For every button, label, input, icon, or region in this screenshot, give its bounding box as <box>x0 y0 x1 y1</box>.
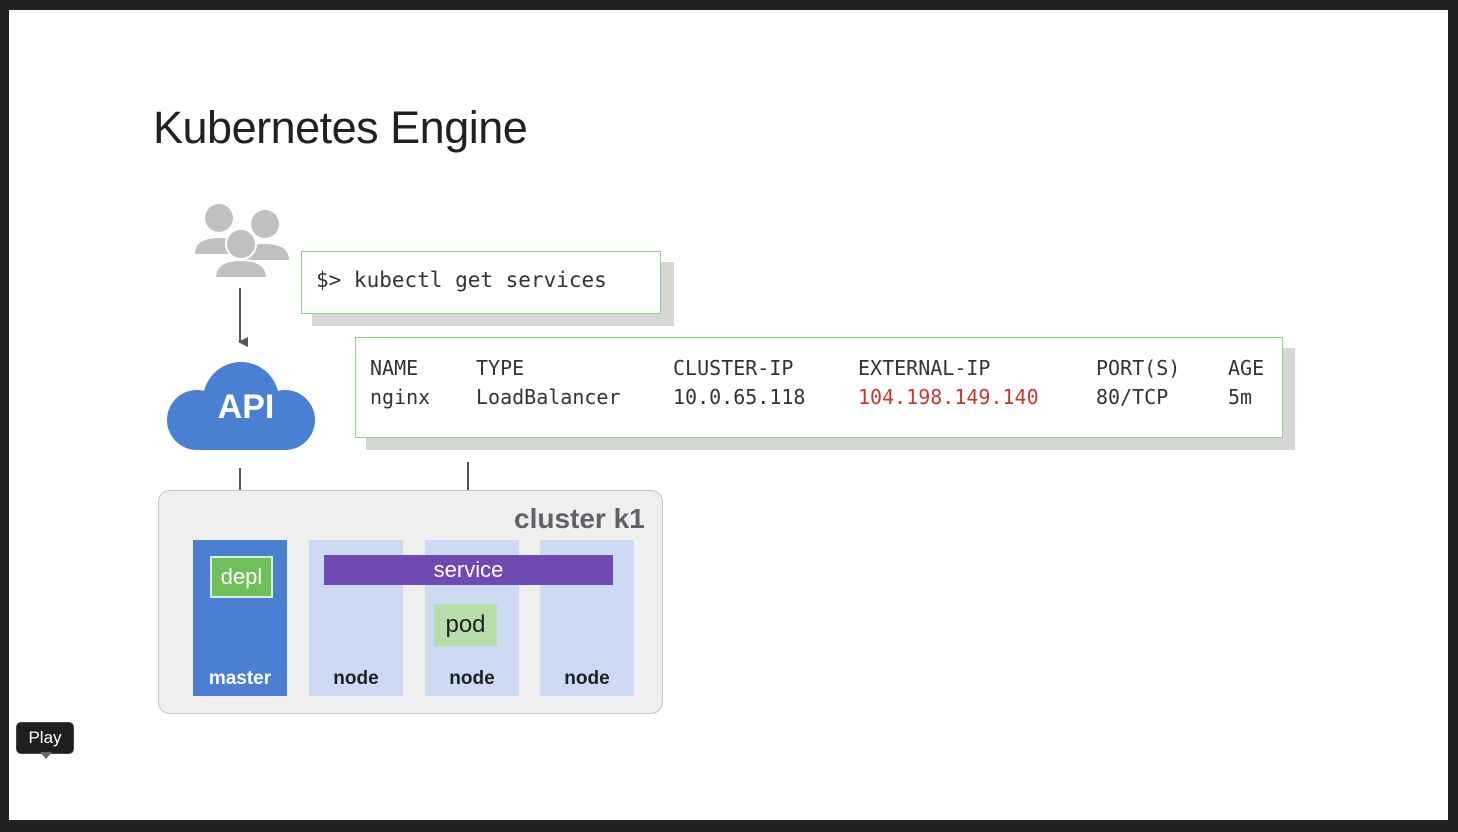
api-cloud-icon <box>167 362 315 450</box>
table-header-cluster-ip: CLUSTER-IP <box>673 356 794 380</box>
master-label: master <box>208 668 272 689</box>
slide: Kubernetes Engine API $> kubectl get s <box>9 10 1448 820</box>
pod-box: pod <box>434 604 497 646</box>
depl-box: depl <box>210 556 273 598</box>
table-cell-name: nginx <box>370 385 431 409</box>
table-cell-cluster-ip: 10.0.65.118 <box>673 385 806 409</box>
users-group-icon <box>195 204 289 278</box>
node-label-3: node <box>564 668 610 689</box>
table-cell-age: 5m <box>1228 385 1253 409</box>
service-bar: service <box>324 555 613 585</box>
node-label-1: node <box>333 668 379 689</box>
table-header-type: TYPE <box>476 356 525 380</box>
command-box: $> kubectl get services <box>301 251 661 314</box>
table-header-ports: PORT(S) <box>1096 356 1181 380</box>
table-cell-type: LoadBalancer <box>476 385 621 409</box>
node-label-2: node <box>449 668 495 689</box>
cluster-label: cluster k1 <box>514 503 645 534</box>
table-cell-external-ip: 104.198.149.140 <box>858 385 1039 409</box>
table-header-external-ip: EXTERNAL-IP <box>858 356 991 380</box>
services-table: NAME TYPE CLUSTER-IP EXTERNAL-IP PORT(S)… <box>355 337 1283 438</box>
table-cell-ports: 80/TCP <box>1096 385 1169 409</box>
play-tooltip: Play <box>16 722 74 754</box>
table-header-age: AGE <box>1228 356 1265 380</box>
table-header-name: NAME <box>370 356 419 380</box>
tooltip-pointer <box>40 752 52 759</box>
slide-title: Kubernetes Engine <box>153 102 528 153</box>
api-label: API <box>217 388 275 426</box>
